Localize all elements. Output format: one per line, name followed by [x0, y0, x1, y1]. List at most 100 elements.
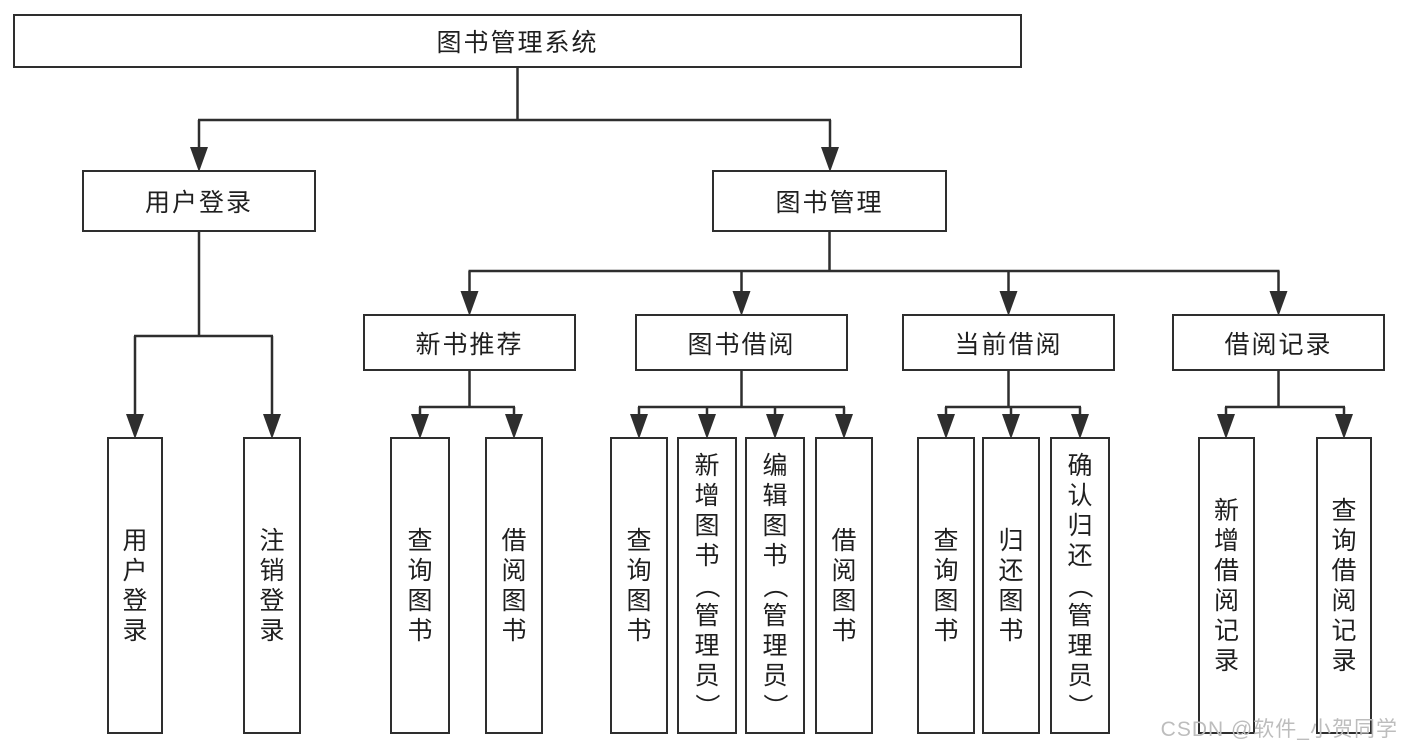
vertical-char: 借 — [1331, 556, 1357, 585]
vertical-char: 还 — [1067, 541, 1093, 570]
node-current-borrow: 当前借阅 — [902, 314, 1115, 371]
vertical-char: 阅 — [1213, 586, 1239, 615]
vertical-char: （ — [1065, 572, 1094, 599]
leaf-new-books-borrow: 借阅图书 — [485, 437, 543, 734]
watermark: CSDN @软件_小贺同学 — [1160, 718, 1398, 741]
vertical-char: 记 — [1331, 616, 1357, 645]
arrowhead — [1335, 414, 1353, 439]
vertical-char: ） — [692, 692, 721, 719]
arrowhead — [698, 414, 716, 439]
vertical-char: 询 — [933, 556, 959, 585]
node-user-login: 用户登录 — [82, 170, 316, 232]
leaf-borrow-query: 查询图书 — [610, 437, 668, 734]
leaf-current-query: 查询图书 — [917, 437, 975, 734]
arrowhead — [937, 414, 955, 439]
vertical-char: 归 — [1067, 511, 1093, 540]
vertical-char: 图 — [762, 511, 788, 540]
arrowhead — [505, 414, 523, 439]
vertical-char: 新 — [694, 451, 720, 480]
vertical-char: 记 — [1213, 616, 1239, 645]
vertical-char: 录 — [122, 616, 148, 645]
vertical-char: 员 — [762, 661, 788, 690]
vertical-char: 图 — [626, 586, 652, 615]
vertical-char: 增 — [694, 481, 720, 510]
vertical-char: 查 — [1331, 496, 1357, 525]
vertical-char: 图 — [501, 586, 527, 615]
vertical-char: 新 — [1213, 496, 1239, 525]
arrowhead — [190, 147, 208, 172]
vertical-char: 录 — [1213, 646, 1239, 675]
leaf-borrow-edit-admin: 编辑图书（管理员） — [745, 437, 805, 734]
vertical-char: （ — [760, 572, 789, 599]
vertical-char: 户 — [122, 556, 148, 585]
vertical-char: 管 — [1067, 601, 1093, 630]
vertical-char: 登 — [122, 586, 148, 615]
leaf-current-confirm-return-admin: 确认归还（管理员） — [1050, 437, 1110, 734]
arrowhead — [1071, 414, 1089, 439]
vertical-char: 图 — [933, 586, 959, 615]
arrowhead — [1002, 414, 1020, 439]
vertical-char: 询 — [407, 556, 433, 585]
vertical-char: 书 — [626, 616, 652, 645]
vertical-char: 录 — [1331, 646, 1357, 675]
vertical-char: 员 — [694, 661, 720, 690]
vertical-char: 管 — [694, 601, 720, 630]
leaf-current-return: 归还图书 — [982, 437, 1040, 734]
vertical-char: 增 — [1213, 526, 1239, 555]
node-book-borrow: 图书借阅 — [635, 314, 848, 371]
leaf-logout: 注销登录 — [243, 437, 301, 734]
vertical-char: ） — [760, 692, 789, 719]
vertical-char: 理 — [762, 631, 788, 660]
vertical-char: 书 — [501, 616, 527, 645]
vertical-char: 用 — [122, 526, 148, 555]
vertical-char: 录 — [259, 616, 285, 645]
arrowhead — [999, 291, 1018, 316]
arrowhead — [732, 291, 751, 316]
arrowhead — [126, 414, 144, 439]
vertical-char: 确 — [1067, 451, 1093, 480]
vertical-char: 借 — [501, 526, 527, 555]
vertical-char: 编 — [762, 451, 788, 480]
vertical-char: 书 — [831, 616, 857, 645]
leaf-new-books-query: 查询图书 — [390, 437, 450, 734]
arrowhead — [1217, 414, 1235, 439]
node-book-management: 图书管理 — [712, 170, 947, 232]
leaf-borrow-add-admin: 新增图书（管理员） — [677, 437, 737, 734]
leaf-user-login: 用户登录 — [107, 437, 163, 734]
arrowhead — [821, 147, 839, 172]
vertical-char: ） — [1065, 692, 1094, 719]
vertical-char: 员 — [1067, 661, 1093, 690]
arrowhead — [1269, 291, 1288, 316]
vertical-char: 查 — [933, 526, 959, 555]
arrowhead — [460, 291, 479, 316]
vertical-char: 理 — [1067, 631, 1093, 660]
vertical-char: 书 — [762, 541, 788, 570]
vertical-char: 图 — [831, 586, 857, 615]
vertical-char: 图 — [694, 511, 720, 540]
vertical-char: 管 — [762, 601, 788, 630]
vertical-char: 登 — [259, 586, 285, 615]
node-root: 图书管理系统 — [13, 14, 1022, 68]
vertical-char: 书 — [407, 616, 433, 645]
vertical-char: 书 — [694, 541, 720, 570]
vertical-char: （ — [692, 572, 721, 599]
vertical-char: 查 — [626, 526, 652, 555]
vertical-char: 图 — [407, 586, 433, 615]
vertical-char: 认 — [1067, 481, 1093, 510]
vertical-char: 借 — [1213, 556, 1239, 585]
vertical-char: 销 — [259, 556, 285, 585]
vertical-char: 询 — [626, 556, 652, 585]
leaf-borrow-borrow: 借阅图书 — [815, 437, 873, 734]
vertical-char: 书 — [933, 616, 959, 645]
vertical-char: 还 — [998, 556, 1024, 585]
arrowhead — [835, 414, 853, 439]
vertical-char: 注 — [259, 526, 285, 555]
arrowhead — [411, 414, 429, 439]
vertical-char: 归 — [998, 526, 1024, 555]
vertical-char: 阅 — [831, 556, 857, 585]
arrowhead — [766, 414, 784, 439]
node-new-book-recommend: 新书推荐 — [363, 314, 576, 371]
vertical-char: 查 — [407, 526, 433, 555]
